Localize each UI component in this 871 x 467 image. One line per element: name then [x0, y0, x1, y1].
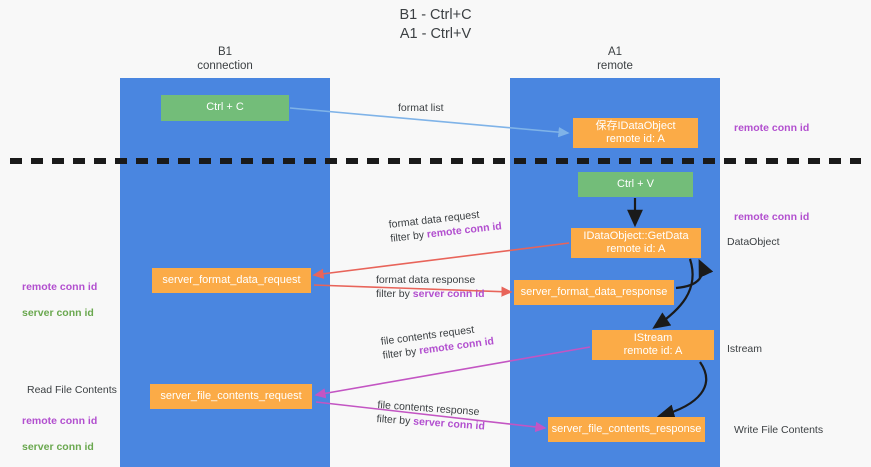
- lane-header-a1: A1 remote: [597, 46, 633, 72]
- annotation-dataobject: DataObject: [727, 236, 780, 248]
- label-format-list: format list: [398, 102, 444, 114]
- box-server-file-contents-request[interactable]: server_file_contents_request: [150, 384, 312, 409]
- annotation-server-conn-id: server conn id: [22, 441, 94, 453]
- annotation-remote-conn-id-top: remote conn id: [734, 122, 810, 134]
- annotation-remote-conn-id: remote conn id: [22, 415, 98, 427]
- box-idataobject[interactable]: 保存IDataObject remote id: A: [573, 118, 698, 148]
- label-format-data-request: format data request filter by remote con…: [388, 205, 502, 246]
- lane-header-b1: B1 connection: [197, 46, 253, 72]
- annotation-read-file-contents: Read File Contents: [27, 384, 117, 396]
- box-server-format-data-request[interactable]: server_format_data_request: [152, 268, 311, 293]
- annotation-istream: Istream: [727, 343, 763, 355]
- label-file-contents-request: file contents request filter by remote c…: [380, 320, 495, 362]
- box-server-file-contents-response[interactable]: server_file_contents_response: [548, 417, 705, 442]
- label-file-contents-response: file contents response filter by server …: [376, 398, 486, 434]
- diagram-title: B1 - Ctrl+C A1 - Ctrl+V: [399, 7, 472, 42]
- box-server-format-data-response[interactable]: server_format_data_response: [514, 280, 674, 305]
- annotation-server-conn-id: server conn id: [22, 307, 94, 319]
- annotation-remote-conn-id: remote conn id: [22, 281, 98, 293]
- annotation-left-conn-ids: remote conn id server conn id: [22, 268, 97, 333]
- box-ctrl-v[interactable]: Ctrl + V: [578, 172, 693, 197]
- key-server-conn-id: server conn id: [412, 288, 485, 300]
- label-line1: format data response: [376, 274, 476, 286]
- label-format-data-response: format data response filter by server co…: [376, 273, 485, 301]
- label-line2: filter by server conn id: [376, 288, 485, 300]
- key-server-conn-id: server conn id: [412, 415, 486, 433]
- annotation-remote-conn-id-mid: remote conn id: [734, 211, 810, 223]
- annotation-left-conn-ids-2: remote conn id server conn id: [22, 402, 97, 467]
- box-istream[interactable]: IStream remote id: A: [592, 330, 714, 360]
- box-ctrl-c[interactable]: Ctrl + C: [161, 95, 289, 121]
- box-idataobject-getdata[interactable]: IDataObject::GetData remote id: A: [571, 228, 701, 258]
- annotation-write-file-contents: Write File Contents: [734, 424, 824, 436]
